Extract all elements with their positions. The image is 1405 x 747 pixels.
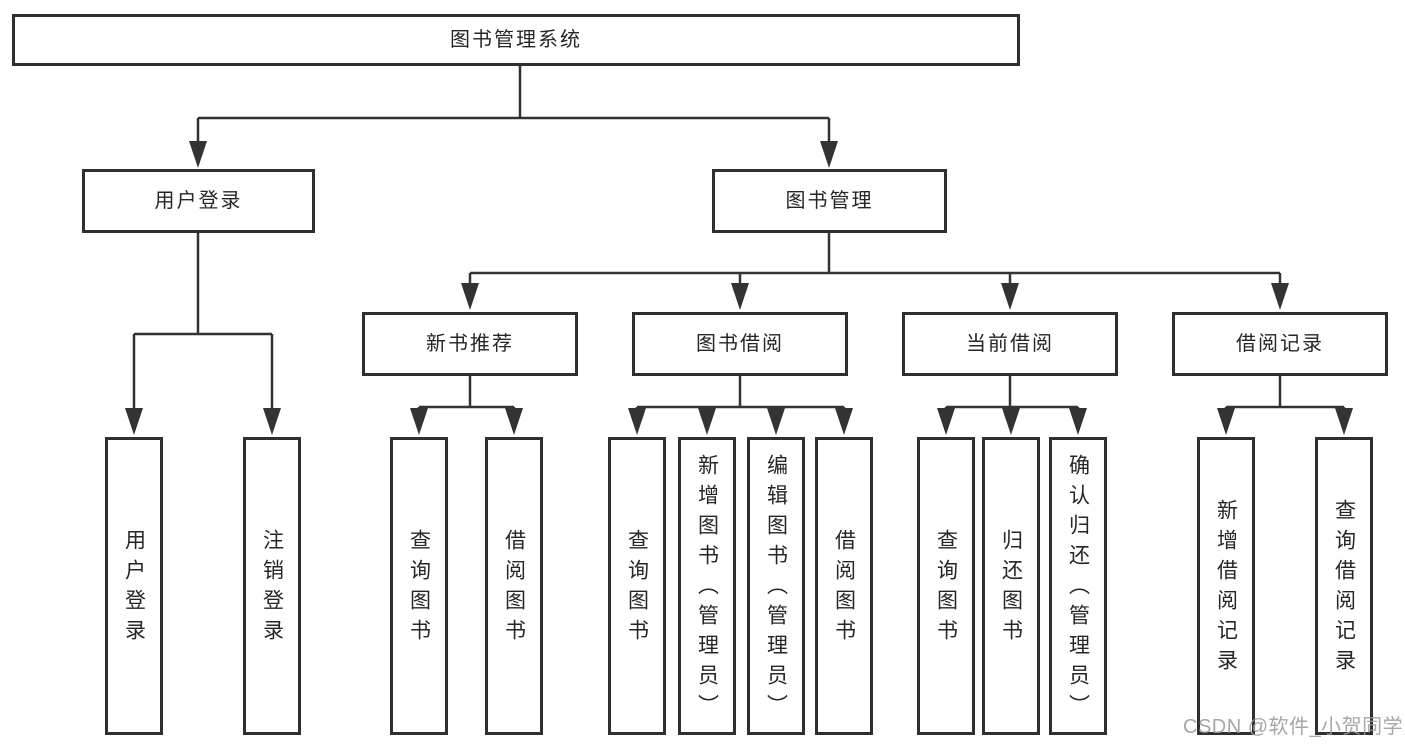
- node-root: 图书管理系统: [12, 14, 1020, 66]
- leaf-add-book-admin: 新增图书（管理员）: [678, 437, 736, 735]
- node-current-borrow: 当前借阅: [902, 312, 1118, 376]
- leaf-user-login: 用户登录: [105, 437, 163, 735]
- leaf-query-books-borrow: 查询图书: [608, 437, 666, 735]
- leaf-borrow-books: 借阅图书: [815, 437, 873, 735]
- node-book-management: 图书管理: [712, 169, 947, 233]
- node-book-borrow: 图书借阅: [632, 312, 848, 376]
- node-new-book-recommend: 新书推荐: [362, 312, 578, 376]
- watermark: CSDN @软件_小贺同学: [1183, 716, 1404, 738]
- leaf-query-books-current: 查询图书: [917, 437, 975, 735]
- leaf-confirm-return-admin: 确认归还（管理员）: [1049, 437, 1107, 735]
- node-borrow-records: 借阅记录: [1172, 312, 1388, 376]
- leaf-add-borrow-record: 新增借阅记录: [1197, 437, 1255, 735]
- leaf-logout: 注销登录: [243, 437, 301, 735]
- leaf-query-borrow-record: 查询借阅记录: [1315, 437, 1373, 735]
- node-user-login: 用户登录: [82, 169, 315, 233]
- leaf-return-book: 归还图书: [982, 437, 1040, 735]
- leaf-edit-book-admin: 编辑图书（管理员）: [747, 437, 805, 735]
- leaf-borrow-books-recommend: 借阅图书: [485, 437, 543, 735]
- leaf-query-books-recommend: 查询图书: [390, 437, 448, 735]
